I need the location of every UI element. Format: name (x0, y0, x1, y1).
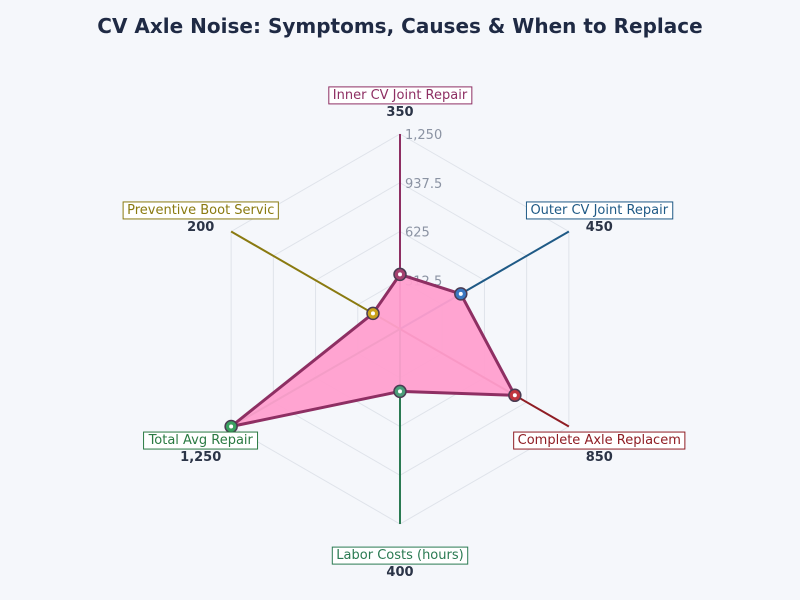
value-label-3: 400 (386, 565, 413, 580)
value-label-4: 1,250 (180, 450, 221, 465)
data-point-center-5 (370, 311, 375, 316)
chart-title: CV Axle Noise: Symptoms, Causes & When t… (97, 14, 703, 38)
category-label-box-3 (331, 546, 469, 565)
category-label-0: Inner CV Joint Repair (333, 88, 468, 103)
r-tick-label: 1,250 (405, 128, 442, 143)
ticks-layer: 312.5625937.51,250 (405, 128, 442, 289)
category-label-box-4 (143, 431, 259, 450)
r-tick-label: 625 (405, 226, 430, 241)
category-label-box-2 (513, 431, 686, 450)
value-label-1: 450 (586, 220, 613, 235)
data-point-center-0 (398, 272, 402, 277)
category-label-box-0 (328, 86, 473, 105)
value-label-0: 350 (386, 105, 413, 120)
data-point-center-1 (458, 291, 463, 296)
value-label-5: 200 (187, 220, 214, 235)
category-label-4: Total Avg Repair (148, 433, 254, 448)
data-point-center-2 (512, 393, 517, 398)
category-label-5: Preventive Boot Servic (127, 203, 274, 218)
category-label-2: Complete Axle Replacem (518, 433, 681, 448)
data-point-center-4 (229, 424, 234, 429)
series-layer (224, 267, 522, 434)
category-label-box-1 (525, 201, 674, 220)
value-label-2: 850 (586, 450, 613, 465)
category-label-3: Labor Costs (hours) (336, 548, 463, 563)
category-label-1: Outer CV Joint Repair (530, 203, 668, 218)
r-tick-label: 937.5 (405, 177, 442, 192)
data-point-center-3 (398, 389, 402, 394)
category-label-box-5 (122, 201, 279, 220)
